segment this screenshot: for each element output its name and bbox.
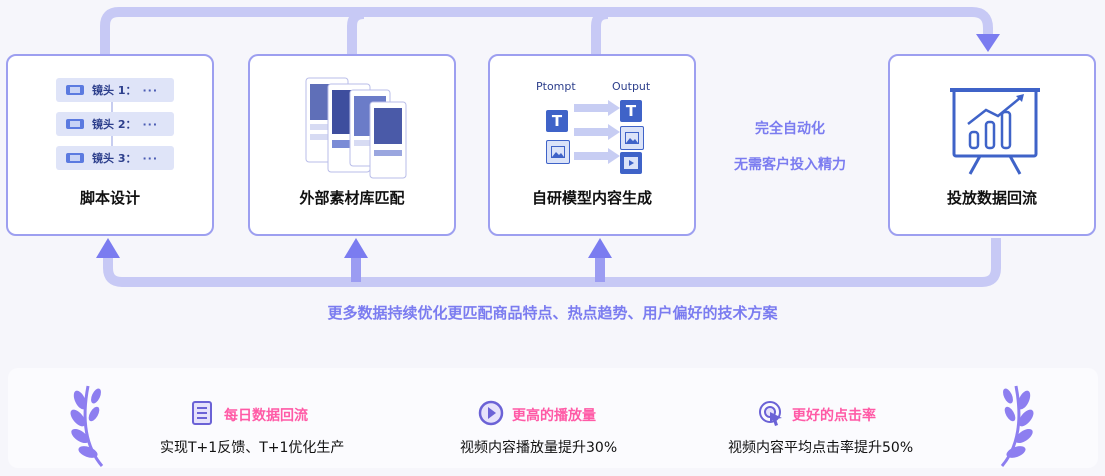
step-card-data-feedback: 投放数据回流 bbox=[888, 54, 1096, 236]
step-title: 自研模型内容生成 bbox=[531, 189, 652, 207]
video-output-icon bbox=[620, 152, 642, 174]
image-input-icon bbox=[546, 140, 570, 164]
bottom-arrowhead-3 bbox=[588, 238, 612, 258]
shot-suffix: ： bbox=[125, 84, 137, 97]
click-target-icon bbox=[759, 401, 782, 426]
arrow-icons bbox=[574, 100, 620, 164]
bottom-arrowhead-2 bbox=[344, 238, 368, 258]
benefit-desc: 视频内容平均点击率提升50% bbox=[728, 440, 914, 456]
benefit-title: 更好的点击率 bbox=[792, 408, 876, 424]
shot-label: 镜头 2 bbox=[92, 118, 126, 131]
benefits-panel bbox=[8, 368, 1098, 468]
step-card-model-generation: Ptompt Output T T 自研模型内容生成 bbox=[488, 54, 696, 236]
shot-item-3: 镜头 3： ··· bbox=[56, 146, 174, 170]
laurel-right-icon bbox=[1000, 385, 1034, 467]
step-title: 外部素材库匹配 bbox=[299, 189, 405, 207]
camera-icon bbox=[66, 153, 84, 163]
automation-line-2: 无需客户投入精力 bbox=[734, 157, 846, 173]
top-arrowhead bbox=[976, 34, 1000, 52]
benefit-title: 更高的播放量 bbox=[512, 408, 596, 424]
image-output-icon bbox=[620, 126, 644, 150]
laurel-left-icon bbox=[70, 385, 104, 467]
benefit-title: 每日数据回流 bbox=[224, 408, 308, 424]
ellipsis-icon: ··· bbox=[142, 117, 159, 131]
asset-collage-image bbox=[305, 77, 407, 179]
ellipsis-icon: ··· bbox=[142, 83, 159, 97]
step-title: 脚本设计 bbox=[79, 189, 140, 207]
benefit-desc: 视频内容播放量提升30% bbox=[460, 440, 618, 456]
shot-item-2: 镜头 2： ··· bbox=[56, 112, 174, 136]
shot-suffix: ： bbox=[125, 152, 137, 165]
chart-board-icon bbox=[950, 88, 1040, 175]
benefit-desc: 实现T+1反馈、T+1优化生产 bbox=[160, 440, 345, 456]
shot-suffix: ： bbox=[125, 118, 137, 131]
ellipsis-icon: ··· bbox=[142, 151, 159, 165]
play-circle-icon bbox=[478, 400, 504, 426]
shot-item-1: 镜头 1： ··· bbox=[56, 78, 174, 102]
shot-label: 镜头 3 bbox=[92, 152, 126, 165]
text-input-tile: T bbox=[546, 110, 568, 132]
shot-label: 镜头 1 bbox=[92, 84, 126, 97]
bottom-arrowhead-1 bbox=[96, 238, 120, 258]
automation-line-1: 完全自动化 bbox=[755, 121, 825, 137]
camera-icon bbox=[66, 85, 84, 95]
optimization-note: 更多数据持续优化更匹配商品特点、热点趋势、用户偏好的技术方案 bbox=[327, 304, 778, 322]
step-card-script-design: 镜头 1： ··· 镜头 2： ··· 镜头 3： ··· 脚本设计 bbox=[6, 54, 214, 236]
step-title: 投放数据回流 bbox=[946, 189, 1037, 207]
text-output-tile: T bbox=[620, 100, 642, 122]
prompt-label: Ptompt bbox=[536, 80, 576, 93]
step-card-asset-matching: 外部素材库匹配 bbox=[248, 54, 456, 236]
output-label: Output bbox=[612, 80, 651, 93]
document-stack-icon bbox=[192, 401, 212, 425]
camera-icon bbox=[66, 119, 84, 129]
